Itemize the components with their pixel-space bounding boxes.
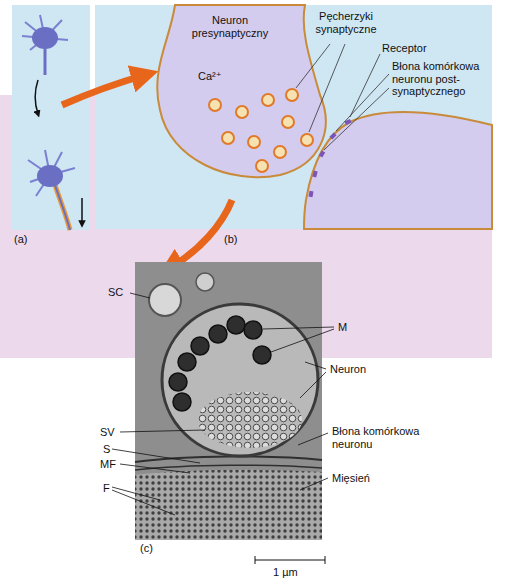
signal-arrow <box>35 80 38 114</box>
abbreviation-label: SV <box>100 426 115 439</box>
synaptic-vesicles <box>198 392 302 448</box>
panel-b <box>95 5 492 229</box>
mitochondrion <box>191 337 209 355</box>
scale-bar-tick <box>255 556 256 564</box>
mitochondrion <box>178 353 196 371</box>
leader-line <box>263 327 334 329</box>
leader-line <box>271 329 334 352</box>
muscle-filaments <box>135 470 322 540</box>
receptors <box>309 119 352 197</box>
zoom-arrow <box>62 75 145 105</box>
abbreviation-label: SC <box>108 286 123 299</box>
leader-line <box>305 362 326 369</box>
mitochondrion <box>209 325 227 343</box>
abbreviation-label: MF <box>100 458 116 471</box>
abbreviation-label: S <box>103 443 110 456</box>
receptor <box>309 191 314 198</box>
synaptic-vesicles <box>209 89 313 172</box>
mitochondrion <box>227 316 245 334</box>
scale-label: 1 µm <box>273 566 298 579</box>
axon <box>55 185 70 230</box>
leader-line <box>296 44 330 88</box>
receptor <box>329 132 336 139</box>
vesicle <box>248 136 260 148</box>
zoom-arrow <box>170 200 232 268</box>
ion-label: Ca²⁺ <box>198 70 222 83</box>
vesicle <box>222 132 234 144</box>
lower-neuron-body <box>37 165 63 187</box>
abbreviation-label: M <box>338 321 347 334</box>
leader-line <box>298 433 328 445</box>
mitochondrion <box>173 393 191 411</box>
vesicle <box>286 89 298 101</box>
leader-lines-b <box>296 44 389 150</box>
structure-label: Neuron presynaptyczny <box>188 14 272 39</box>
myelinated-axon <box>55 185 70 230</box>
scale-bar <box>255 556 325 564</box>
structure-label: Receptor <box>382 42 427 55</box>
leader-line <box>112 490 175 515</box>
structure-label: Mięsień <box>332 472 370 485</box>
leader-line <box>350 54 380 117</box>
vesicle <box>209 99 221 111</box>
structure-label: Błona komórkowa neuronu post- synaptyczn… <box>392 60 488 98</box>
vesicle <box>236 106 248 118</box>
leader-line <box>324 88 389 150</box>
structure-label: Neuron <box>330 363 366 376</box>
leader-line <box>120 464 190 473</box>
signal-arrow <box>81 198 83 224</box>
scale-bar-line <box>255 560 325 561</box>
schwann-cell-vacuole <box>149 284 181 316</box>
mitochondria <box>169 316 271 411</box>
panel-label: (a) <box>14 233 27 246</box>
leader-line <box>309 44 345 132</box>
panel-label: (b) <box>224 233 237 246</box>
leader-line <box>300 478 328 490</box>
leader-line <box>300 372 326 398</box>
dendrite <box>28 150 75 196</box>
vesicle <box>274 146 286 158</box>
dendrite <box>22 15 68 50</box>
receptor <box>312 171 317 178</box>
leader-lines-c <box>112 293 334 515</box>
vesicle <box>256 160 268 172</box>
structure-label: Błona komórkowa neuronu <box>332 425 432 450</box>
abbreviation-label: F <box>103 482 110 495</box>
schwann-cell-vacuole <box>196 273 214 291</box>
leader-line <box>112 487 160 500</box>
mitochondrion <box>169 373 187 391</box>
structure-label: Pęcherzyki synaptyczne <box>310 10 382 35</box>
presynaptic-terminal <box>157 5 325 177</box>
receptor <box>344 119 351 125</box>
vesicle <box>262 94 274 106</box>
leader-line <box>120 430 205 432</box>
micrograph <box>135 262 322 540</box>
mitochondrion <box>244 321 262 339</box>
mitochondrion <box>253 346 271 364</box>
axon <box>44 48 47 75</box>
neuron-terminal <box>162 304 318 456</box>
leader-line <box>336 74 389 131</box>
vesicle <box>301 134 313 146</box>
panel-label: (c) <box>140 542 153 555</box>
scale-bar-tick <box>325 556 326 564</box>
upper-neuron-body <box>32 27 58 49</box>
receptor <box>319 150 325 157</box>
upper-neuron-dendrites <box>22 15 68 50</box>
postsynaptic-neuron <box>304 112 492 229</box>
panel-a <box>12 5 90 230</box>
vesicle <box>282 116 294 128</box>
lower-neuron-dendrites <box>28 150 75 196</box>
leader-line <box>112 449 200 463</box>
leader-line <box>130 293 150 298</box>
